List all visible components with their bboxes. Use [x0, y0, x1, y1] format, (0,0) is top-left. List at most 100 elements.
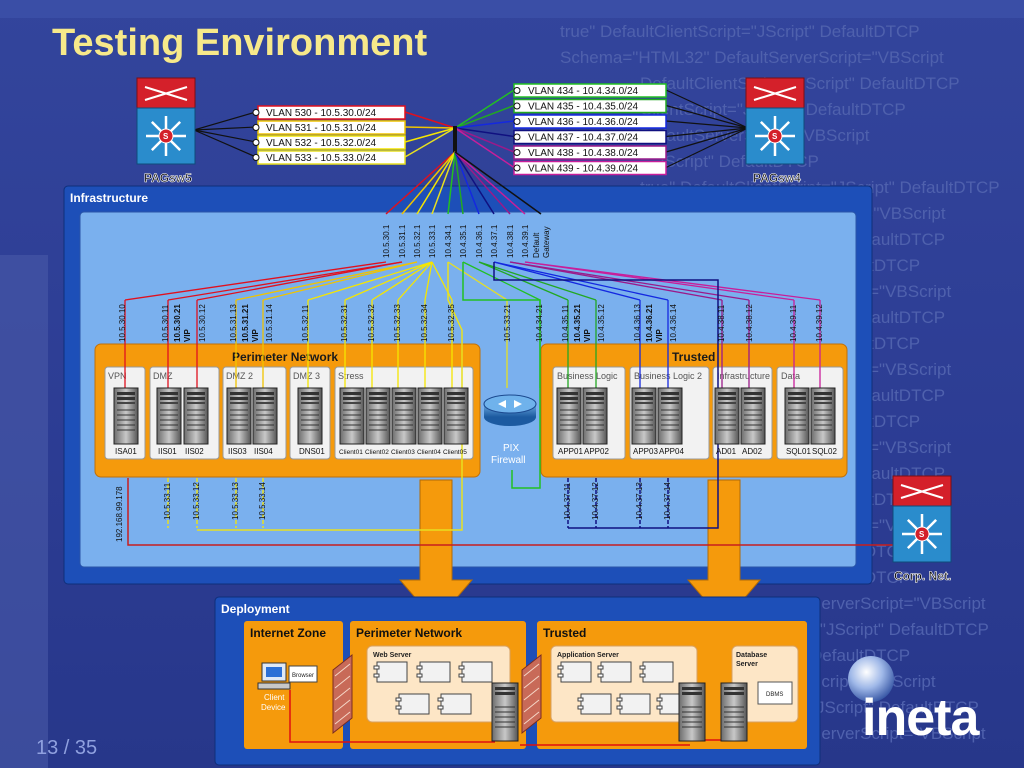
ineta-logo-text: ineta — [862, 689, 979, 747]
pix-firewall-label-1: PIX — [503, 443, 519, 454]
server-icon — [252, 387, 278, 445]
server-ip-label: 10.5.31.21 — [241, 304, 250, 342]
server-ip-label: 10.5.33.13 — [231, 482, 240, 520]
zone-label: DMZ 3 — [293, 371, 320, 381]
client-device-label-1: Client — [264, 693, 285, 702]
server-name-label: Client01 — [339, 449, 363, 456]
deploy-trusted-zone-label: Trusted — [543, 626, 586, 640]
server-ip-label: 10.4.35.21 — [573, 304, 582, 342]
server-icon — [297, 387, 323, 445]
server-icon — [582, 387, 608, 445]
server-name-label: SQL01 — [786, 447, 811, 456]
server-ip-label: 10.4.37.14 — [663, 482, 672, 520]
gateway-ip-label: 10.4.37.1 — [490, 224, 499, 258]
svg-text:S: S — [163, 132, 169, 141]
component-box — [376, 661, 408, 683]
database-server-label-1: Database — [736, 652, 767, 659]
zone-label: VPN — [108, 371, 127, 381]
watermark-line: DefaultDTCP — [810, 646, 911, 665]
vlan-label: VLAN 437 - 10.4.37.0/24 — [528, 133, 639, 144]
gateway-ip-label: 10.5.31.1 — [398, 224, 407, 258]
svg-text:S: S — [919, 530, 925, 539]
server-ip-label: 10.5.32.31 — [340, 304, 349, 342]
server-ip-label: 10.4.37.11 — [563, 482, 572, 520]
gateway-ip-label: Default — [532, 232, 541, 258]
server-name-label: IIS02 — [185, 447, 204, 456]
component-box — [580, 693, 612, 715]
component-box — [642, 661, 674, 683]
server-icon — [657, 387, 683, 445]
switch-corp-net-label: Corp. Net. — [894, 569, 951, 583]
server-icon — [365, 387, 391, 445]
server-icon — [339, 387, 365, 445]
client-device-label-2: Device — [261, 703, 286, 712]
server-ip-label: 10.5.33.12 — [192, 482, 201, 520]
server-ip-label: 10.5.33.21 — [503, 304, 512, 342]
server-ip-label: VIP — [655, 328, 664, 342]
server-ip-label: 10.5.31.13 — [229, 304, 238, 342]
zone-label: Business Logic — [557, 371, 618, 381]
perimeter-network-title: Perimeter Network — [232, 350, 338, 364]
component-box — [461, 661, 493, 683]
component-box — [440, 693, 472, 715]
gateway-ip-label: 10.4.39.1 — [521, 224, 530, 258]
server-icon — [443, 387, 469, 445]
server-ip-label: 10.5.30.11 — [161, 304, 170, 342]
server-name-label: IIS03 — [228, 447, 247, 456]
server-name-label: IIS01 — [158, 447, 177, 456]
server-name-label: Client05 — [443, 449, 467, 456]
server-ip-label: 10.5.32.32 — [367, 304, 376, 342]
server-ip-label: 10.5.33.14 — [258, 482, 267, 520]
vlan-label: VLAN 533 - 10.5.33.0/24 — [266, 153, 377, 164]
server-icon — [156, 387, 182, 445]
server-name-label: APP03 — [633, 447, 658, 456]
dbms-label: DBMS — [766, 692, 783, 698]
server-ip-label: 10.4.36.21 — [645, 304, 654, 342]
server-ip-label: 10.4.37.12 — [591, 482, 600, 520]
browser-label: Browser — [292, 673, 314, 679]
server-name-label: Client02 — [365, 449, 389, 456]
watermark-line: Schema="HTML32" DefaultServerScript="VBS… — [560, 48, 944, 67]
server-icon — [810, 387, 836, 445]
slide-title: Testing Environment — [52, 22, 428, 64]
trusted-title: Trusted — [672, 350, 715, 364]
server-name-label: SQL02 — [812, 447, 837, 456]
vlan-label: VLAN 531 - 10.5.31.0/24 — [266, 123, 377, 134]
server-name-label: AD02 — [742, 447, 763, 456]
vlan-label: VLAN 530 - 10.5.30.0/24 — [266, 108, 377, 119]
dbms-component — [757, 681, 793, 705]
deploy-server-icon — [491, 682, 519, 742]
pix-firewall-icon — [483, 394, 537, 426]
client-screen — [266, 667, 282, 677]
deploy-server-icon — [720, 682, 748, 742]
deploy-perimeter-zone-label: Perimeter Network — [356, 626, 462, 640]
deploy-internet-zone — [244, 621, 343, 749]
server-name-label: Client03 — [391, 449, 415, 456]
gateway-ip-label: Gateway — [542, 226, 551, 258]
gateway-ip-label: 10.5.30.1 — [382, 224, 391, 258]
gateway-ip-label: 10.4.34.1 — [444, 224, 453, 258]
vlan-label: VLAN 436 - 10.4.36.0/24 — [528, 117, 639, 128]
application-server-label: Application Server — [557, 652, 619, 659]
server-icon — [784, 387, 810, 445]
switch-pagsw4: S — [745, 77, 805, 165]
deploy-link-client-web — [289, 690, 495, 743]
left-strip — [0, 255, 48, 768]
server-ip-label: 10.5.32.35 — [447, 304, 456, 342]
switch-pagsw4-label: PAGsw4 — [753, 171, 801, 185]
server-ip-label: 10.4.39.12 — [815, 304, 824, 342]
watermark-line: ServerScript="VBScript — [810, 724, 986, 743]
component-box — [398, 693, 430, 715]
server-ip-label: 10.4.34.21 — [535, 304, 544, 342]
server-icon — [417, 387, 443, 445]
browser-component — [288, 665, 318, 683]
server-ip-label: 10.4.39.11 — [789, 304, 798, 342]
page-number: 13 / 35 — [36, 737, 98, 759]
web-server-label: Web Server — [373, 652, 412, 659]
server-icon — [714, 387, 740, 445]
client-keyboard-icon — [257, 682, 291, 690]
watermark-line: ServerScript="VBScript — [810, 594, 986, 613]
switch-pagsw5: S — [136, 77, 196, 165]
watermark-line: ="JScript" DefaultDTCP — [810, 620, 989, 639]
